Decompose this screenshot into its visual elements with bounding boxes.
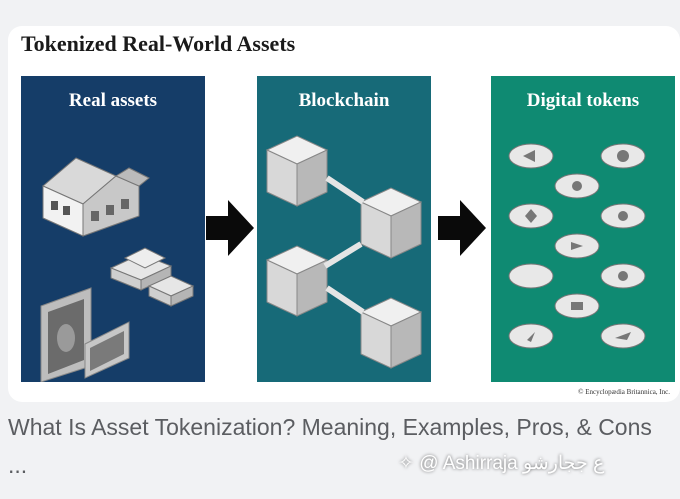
right-arrow-icon: [438, 200, 486, 256]
chain-link-icon: [323, 175, 365, 315]
chain-block-icon: [359, 187, 423, 259]
real-assets-illustration: [40, 157, 195, 382]
real-assets-panel: Real assets: [21, 76, 205, 382]
digital-tokens-panel: Digital tokens: [491, 76, 675, 382]
gold-bars-icon: [109, 247, 195, 307]
painting-icon: [40, 287, 130, 382]
watermark-text: Ashirraja ع ججارشو: [442, 453, 605, 474]
real-assets-label: Real assets: [68, 90, 158, 111]
digital-tokens-label: Digital tokens: [526, 90, 640, 111]
blockchain-panel: Blockchain: [257, 76, 431, 382]
at-icon: @: [419, 453, 439, 474]
image-result-card[interactable]: Tokenized Real-World Assets Real assets: [8, 26, 680, 402]
blockchain-label: Blockchain: [298, 90, 390, 111]
blockchain-illustration: [265, 135, 423, 369]
figure-title: Tokenized Real-World Assets: [21, 31, 296, 56]
right-arrow-icon: [206, 200, 254, 256]
sparkle-icon: ✧: [398, 453, 414, 474]
chain-block-icon: [265, 135, 329, 207]
watermark: ✧ @ Ashirraja ع ججارشو: [398, 452, 604, 475]
house-icon: [42, 157, 150, 237]
chain-block-icon: [265, 245, 329, 317]
result-title-link[interactable]: What Is Asset Tokenization? Meaning, Exa…: [8, 414, 652, 478]
chain-block-icon: [359, 297, 423, 369]
copyright-credit: © Encyclopædia Britannica, Inc.: [578, 388, 670, 396]
digital-tokens-illustration: [508, 143, 646, 349]
